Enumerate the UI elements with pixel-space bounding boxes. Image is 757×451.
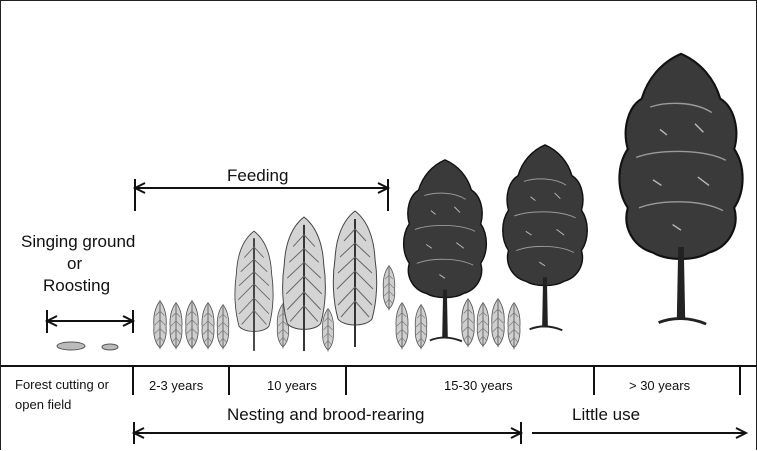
young-trees — [235, 211, 377, 351]
nesting-label: Nesting and brood-rearing — [227, 405, 425, 425]
stage-over-30-years: > 30 years — [629, 378, 690, 393]
nesting-arrow — [134, 422, 521, 444]
stage-15-30-years: 15-30 years — [444, 378, 513, 393]
stage-forest-cutting-line1: Forest cutting or — [15, 377, 109, 392]
little-use-label: Little use — [572, 405, 640, 425]
singing-ground-label-line3: Roosting — [43, 276, 110, 296]
singing-ground-bracket — [47, 310, 133, 333]
little-use-arrow — [532, 428, 746, 438]
stage-forest-cutting-line2: open field — [15, 397, 71, 412]
singing-ground-label-line1: Singing ground — [21, 232, 135, 252]
singing-ground-label-line2: or — [67, 254, 82, 274]
stage-10-years: 10 years — [267, 378, 317, 393]
open-field-debris — [57, 342, 118, 350]
feeding-label: Feeding — [227, 166, 288, 186]
old-tree — [619, 54, 742, 324]
stage-2-3-years: 2-3 years — [149, 378, 203, 393]
